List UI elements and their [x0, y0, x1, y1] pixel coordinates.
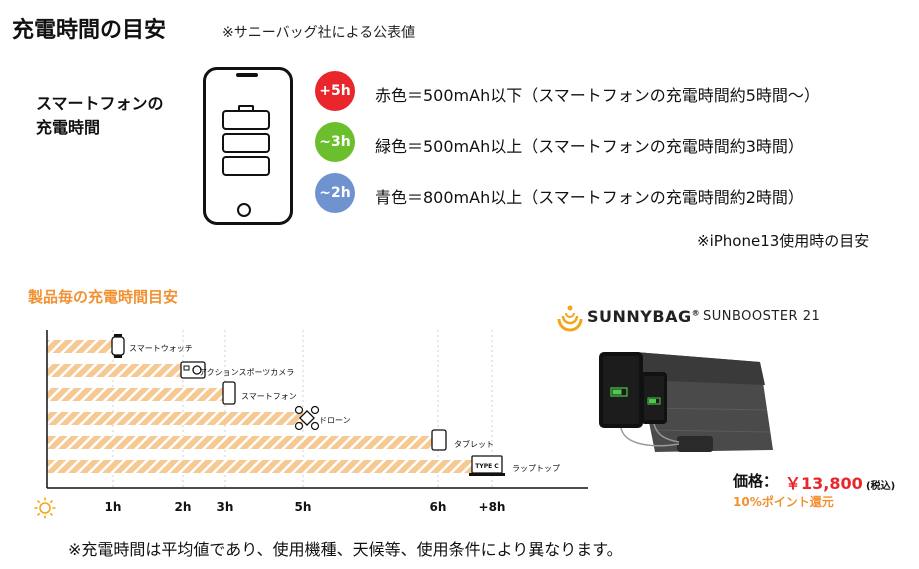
drone-icon	[294, 405, 320, 431]
points-badge: 10%ポイント還元	[733, 495, 834, 509]
price-label: 価格：	[733, 472, 779, 490]
bar-1	[47, 364, 183, 377]
legend-blue-text: 青色＝800mAh以上（スマートフォンの充電時間約2時間）	[375, 188, 804, 207]
bar-4	[47, 436, 438, 449]
phone-label-line1: スマートフォンの	[36, 94, 164, 113]
x-tick-label: 5h	[295, 500, 312, 514]
laptop-icon: TYPE C	[469, 455, 505, 476]
bar-label-1: アクションスポーツカメラ	[199, 368, 294, 377]
bar-label-2: スマートフォン	[241, 392, 297, 401]
product-model: SUNBOOSTER 21	[703, 309, 821, 324]
solar-charger-image	[599, 352, 773, 452]
laptop-base	[469, 473, 505, 476]
page-title: 充電時間の目安	[12, 18, 167, 43]
tablet-body	[431, 429, 447, 451]
smartwatch-icon	[111, 334, 125, 358]
phone-home-button	[237, 203, 251, 217]
price-tax-note: (税込)	[866, 481, 896, 492]
sunnybag-logo-icon	[557, 305, 583, 332]
bar-0	[47, 340, 113, 353]
device-note: ※iPhone13使用時の目安	[697, 232, 870, 250]
bar-label-4: タブレット	[454, 439, 494, 449]
smartwatch-body	[111, 336, 125, 356]
camera-lens	[192, 365, 202, 375]
badge-blue: ~2h	[315, 173, 355, 213]
bar-label-5: ラップトップ	[512, 464, 560, 473]
drone-body	[299, 410, 315, 426]
sun-ray	[49, 512, 53, 516]
drone-rotor	[294, 421, 304, 431]
camera-screen	[183, 365, 190, 371]
drone-rotor	[310, 421, 320, 431]
legend-red-text: 赤色＝500mAh以下（スマートフォンの充電時間約5時間〜）	[375, 86, 820, 105]
battery-pack	[677, 436, 713, 452]
sun-ray	[37, 500, 41, 504]
bar-3	[47, 412, 303, 425]
source-note: ※サニーバッグ社による公表値	[222, 25, 416, 41]
legend-green-text: 緑色＝500mAh以上（スマートフォンの充電時間約3時間）	[375, 137, 804, 156]
battery-cell	[222, 133, 270, 153]
phone-section-label: スマートフォンの 充電時間	[36, 92, 164, 140]
chart-title: 製品毎の充電時間目安	[28, 288, 179, 306]
x-tick-label: 3h	[217, 500, 234, 514]
footnote: ※充電時間は平均値であり、使用機種、天候等、使用条件により異なります。	[68, 540, 623, 559]
bar-2	[47, 388, 225, 401]
phone-speaker	[236, 73, 258, 77]
smartphone-icon	[222, 381, 236, 405]
sun-core	[39, 502, 51, 514]
badge-red: +5h	[315, 71, 355, 111]
sun-ray	[49, 500, 53, 504]
x-tick-label: 6h	[430, 500, 447, 514]
drone-rotor	[310, 405, 320, 415]
phone-body	[222, 381, 236, 405]
smartwatch-strap	[114, 355, 122, 358]
tablet-icon	[431, 429, 447, 451]
bar-label-0: スマートウォッチ	[129, 344, 193, 353]
x-tick-label: +8h	[479, 500, 506, 514]
badge-green: ~3h	[315, 122, 355, 162]
drone-rotor	[294, 405, 304, 415]
x-tick-label: 2h	[175, 500, 192, 514]
smartwatch-strap	[114, 334, 122, 337]
brand-name: SUNNYBAG®	[587, 307, 701, 326]
x-tick-label: 1h	[105, 500, 122, 514]
phone-label-line2: 充電時間	[36, 118, 101, 137]
battery-cell	[222, 156, 270, 176]
brand-header: SUNNYBAG® SUNBOOSTER 21	[555, 298, 825, 338]
battery-cell	[222, 110, 270, 130]
price-value: ￥13,800	[785, 474, 863, 493]
action-camera-icon	[180, 361, 206, 379]
bar-label-3: ドローン	[319, 416, 351, 425]
battery-icon	[238, 105, 254, 111]
bar-5	[47, 460, 492, 473]
laptop-type-c-label: TYPE C	[475, 463, 499, 470]
sun-icon	[34, 497, 56, 519]
sun-ray	[37, 512, 41, 516]
smartphone-icon	[203, 67, 293, 225]
